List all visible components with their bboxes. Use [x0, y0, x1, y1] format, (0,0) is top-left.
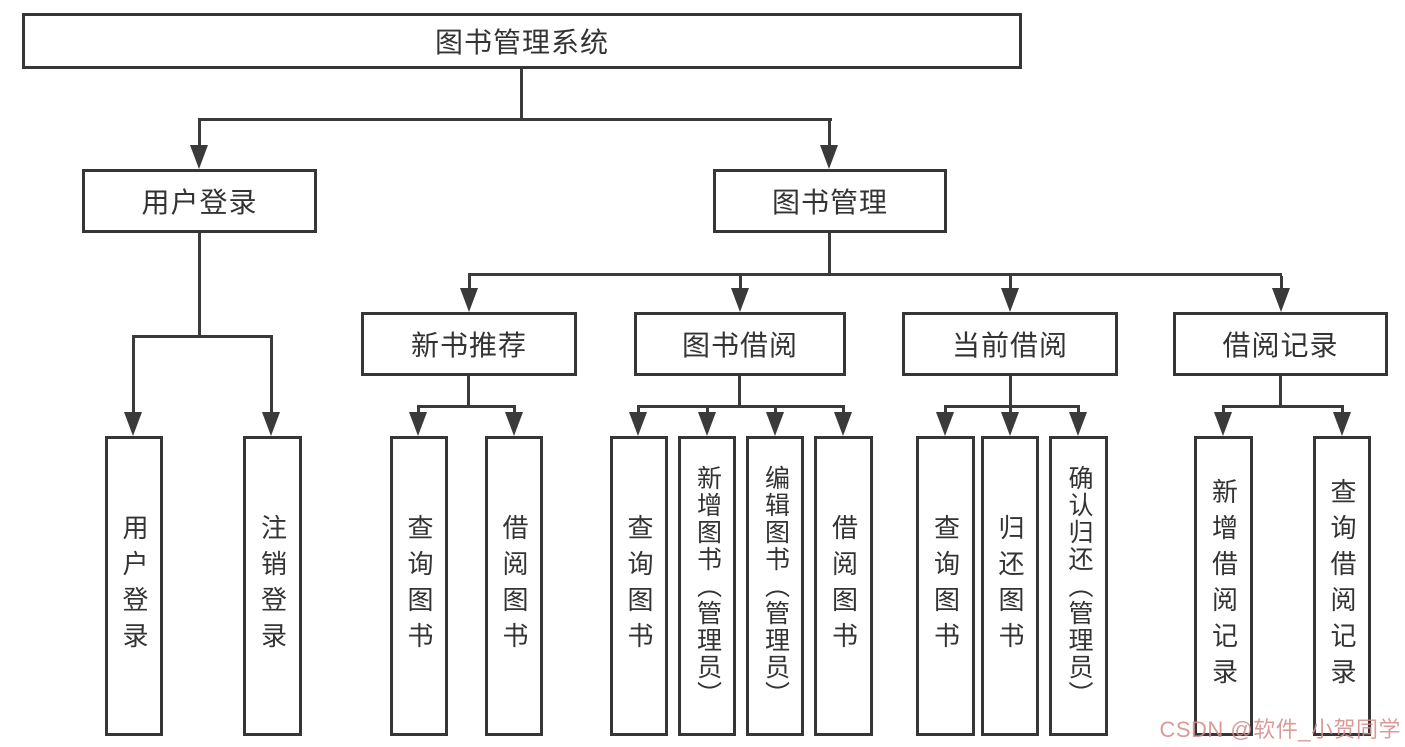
connector-vline	[1077, 408, 1080, 412]
node-current-borrowing: 当前借阅	[902, 312, 1118, 376]
connector-vline	[417, 408, 420, 412]
connector-vline	[1009, 276, 1012, 288]
node-book-borrowing: 图书借阅	[634, 312, 846, 376]
connector-vline	[944, 408, 947, 412]
arrow-down-icon	[460, 288, 478, 312]
connector-vline	[520, 69, 523, 118]
connector-hline	[637, 405, 845, 408]
connector-vline	[706, 408, 709, 412]
leaf-borrow-books-recommend: 借阅图书	[485, 436, 543, 736]
arrow-down-icon	[1272, 288, 1290, 312]
node-new-book-recommend: 新书推荐	[361, 312, 577, 376]
node-label: 新增借阅记录	[1208, 478, 1239, 694]
connector-hline	[944, 405, 1080, 408]
connector-hline	[132, 335, 273, 338]
connector-vline	[828, 233, 831, 273]
arrow-down-icon	[629, 412, 647, 436]
arrow-down-icon	[820, 145, 838, 169]
node-label: 查询图书	[624, 514, 654, 658]
leaf-edit-books-admin: 编辑图书（管理员）	[746, 436, 804, 736]
leaf-query-books-borrowing: 查询图书	[610, 436, 668, 736]
node-user-login: 用户登录	[82, 169, 317, 233]
connector-vline	[467, 376, 470, 405]
arrow-down-icon	[766, 412, 784, 436]
leaf-logout: 注销登录	[243, 436, 302, 736]
arrow-down-icon	[409, 412, 427, 436]
connector-hline	[198, 118, 832, 121]
node-label: 当前借阅	[951, 330, 1068, 361]
connector-vline	[132, 338, 135, 412]
arrow-down-icon	[124, 412, 142, 436]
connector-vline	[1341, 408, 1344, 412]
connector-vline	[842, 408, 845, 412]
node-label: 新增图书（管理员）	[693, 464, 722, 708]
connector-vline	[774, 408, 777, 412]
leaf-add-books-admin: 新增图书（管理员）	[678, 436, 736, 736]
connector-vline	[738, 376, 741, 405]
node-label: 用户登录	[141, 187, 258, 218]
connector-vline	[637, 408, 640, 412]
node-label: 借阅记录	[1222, 330, 1339, 361]
node-label: 编辑图书（管理员）	[761, 464, 790, 708]
node-label: 图书借阅	[681, 330, 798, 361]
leaf-query-books-current: 查询图书	[916, 436, 975, 736]
node-label: 归还图书	[995, 514, 1025, 658]
node-label: 查询图书	[930, 514, 961, 658]
connector-vline	[828, 121, 831, 145]
node-label: 查询借阅记录	[1327, 478, 1357, 694]
node-label: 用户登录	[119, 514, 149, 658]
connector-vline	[1279, 376, 1282, 405]
node-root-system: 图书管理系统	[22, 13, 1022, 69]
node-label: 查询图书	[404, 514, 434, 658]
connector-vline	[468, 276, 471, 288]
arrow-down-icon	[1069, 412, 1087, 436]
connector-vline	[513, 408, 516, 412]
leaf-user-login: 用户登录	[105, 436, 163, 736]
node-label: 图书管理系统	[434, 27, 609, 58]
arrow-down-icon	[1001, 412, 1019, 436]
connector-hline	[1222, 405, 1344, 408]
connector-vline	[1222, 408, 1225, 412]
connector-vline	[198, 233, 201, 335]
leaf-query-borrow-record: 查询借阅记录	[1313, 436, 1371, 736]
connector-vline	[270, 338, 273, 412]
node-label: 借阅图书	[828, 514, 859, 658]
leaf-query-books-recommend: 查询图书	[390, 436, 448, 736]
arrow-down-icon	[731, 288, 749, 312]
leaf-add-borrow-record: 新增借阅记录	[1194, 436, 1253, 736]
arrow-down-icon	[698, 412, 716, 436]
connector-hline	[468, 273, 1282, 276]
node-label: 注销登录	[257, 514, 288, 658]
connector-vline	[1009, 376, 1012, 405]
node-borrowing-records: 借阅记录	[1173, 312, 1388, 376]
arrow-down-icon	[262, 412, 280, 436]
arrow-down-icon	[505, 412, 523, 436]
leaf-borrow-books: 借阅图书	[814, 436, 873, 736]
connector-vline	[1280, 276, 1283, 288]
node-book-management: 图书管理	[713, 169, 947, 233]
node-label: 借阅图书	[499, 514, 529, 658]
arrow-down-icon	[1001, 288, 1019, 312]
arrow-down-icon	[834, 412, 852, 436]
node-label: 确认归还（管理员）	[1065, 464, 1093, 708]
arrow-down-icon	[1333, 412, 1351, 436]
connector-vline	[739, 276, 742, 288]
arrow-down-icon	[190, 145, 208, 169]
leaf-confirm-return-admin: 确认归还（管理员）	[1049, 436, 1108, 736]
arrow-down-icon	[936, 412, 954, 436]
connector-hline	[417, 405, 516, 408]
node-label: 图书管理	[771, 187, 888, 218]
csdn-watermark: CSDN @软件_小贺同学	[1159, 717, 1401, 742]
node-label: 新书推荐	[410, 330, 527, 361]
leaf-return-books: 归还图书	[981, 436, 1039, 736]
arrow-down-icon	[1214, 412, 1232, 436]
connector-vline	[1009, 408, 1012, 412]
connector-vline	[198, 121, 201, 145]
